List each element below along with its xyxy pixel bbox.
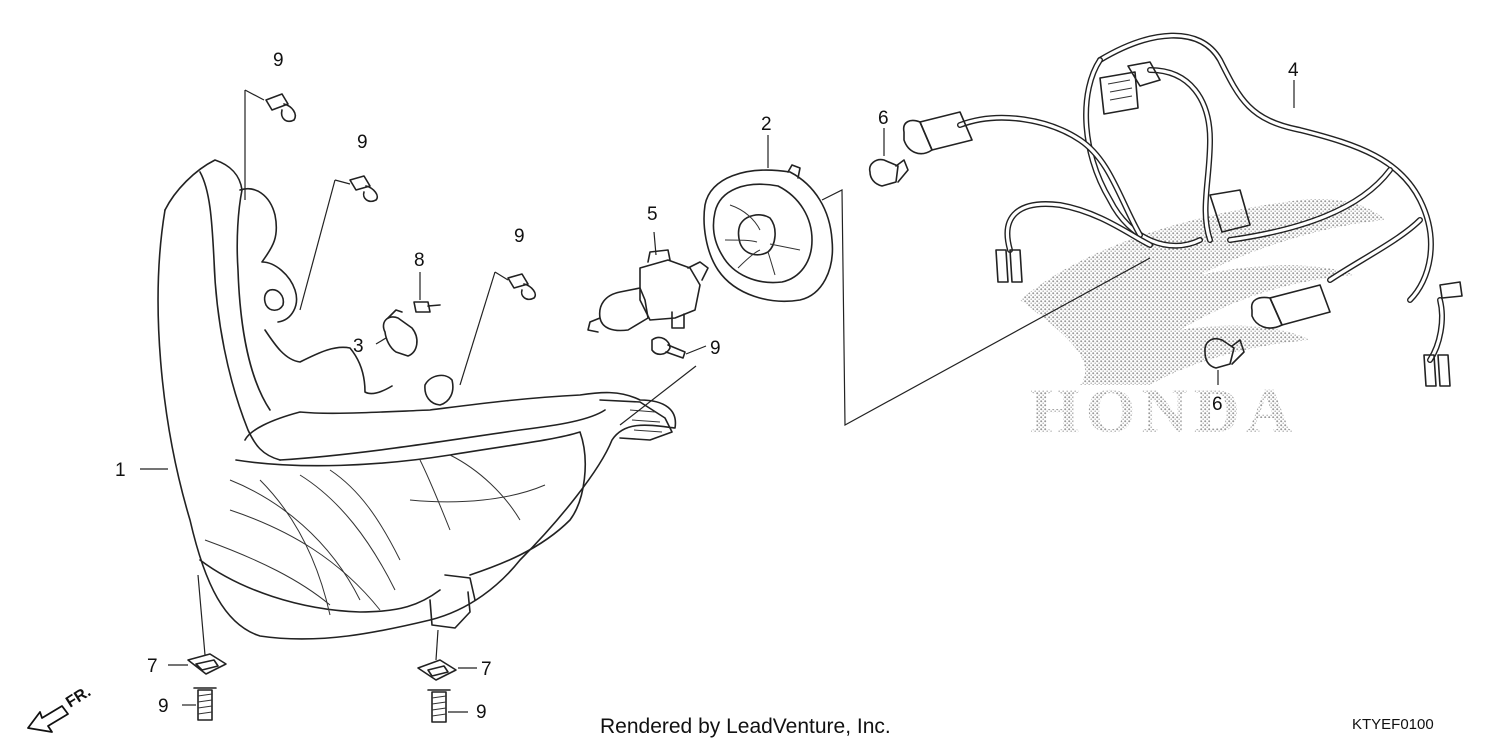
callout-6-upper: 6 xyxy=(878,108,889,129)
callout-2: 2 xyxy=(761,114,772,135)
screw-9-bottom-left xyxy=(193,687,217,721)
front-direction-indicator: FR. xyxy=(27,683,94,733)
arrow-down-left-icon xyxy=(27,705,69,733)
headlight-bulb xyxy=(587,249,709,333)
callout-9-upper-mid: 9 xyxy=(357,132,368,153)
nut-7-right xyxy=(417,659,457,681)
screw-8 xyxy=(413,301,441,313)
honda-wordmark: HONDA xyxy=(1030,375,1298,446)
callout-9-top: 9 xyxy=(273,50,284,71)
callout-9-bulb: 9 xyxy=(710,338,721,359)
callout-9-bottom-right: 9 xyxy=(476,702,487,723)
callout-9-mid: 9 xyxy=(514,226,525,247)
screw-9-bottom-right xyxy=(427,689,451,723)
position-bulb-upper xyxy=(868,158,909,187)
callout-9-bottom-left: 9 xyxy=(158,696,169,717)
callout-5: 5 xyxy=(647,204,658,225)
callouts: 1 2 3 4 5 6 6 7 7 8 9 9 9 9 9 9 xyxy=(115,50,1299,723)
callout-8: 8 xyxy=(414,250,425,271)
callout-7-left: 7 xyxy=(147,656,158,677)
callout-1: 1 xyxy=(115,460,126,481)
callout-7-right: 7 xyxy=(481,659,492,680)
wire-harness xyxy=(902,32,1463,387)
callout-4: 4 xyxy=(1288,60,1299,81)
clamp-clip xyxy=(382,309,418,357)
screw-9-upper-mid xyxy=(349,175,379,203)
callout-3: 3 xyxy=(353,336,364,357)
screw-9-bulb xyxy=(651,336,686,359)
headlight-socket xyxy=(703,164,834,302)
nut-7-left xyxy=(187,653,227,675)
position-bulb-lower xyxy=(1204,337,1245,369)
diagram-code: KTYEF0100 xyxy=(1352,716,1434,733)
callout-6-lower: 6 xyxy=(1212,394,1223,415)
headlight-housing xyxy=(157,159,677,640)
screw-9-top xyxy=(265,93,297,123)
footer-credit: Rendered by LeadVenture, Inc. xyxy=(600,715,891,738)
front-label: FR. xyxy=(63,683,94,711)
honda-watermark: HONDA xyxy=(1020,199,1385,446)
honda-wing-logo xyxy=(1020,199,1385,385)
leader-lines xyxy=(140,80,1295,713)
screw-9-mid xyxy=(507,273,537,301)
